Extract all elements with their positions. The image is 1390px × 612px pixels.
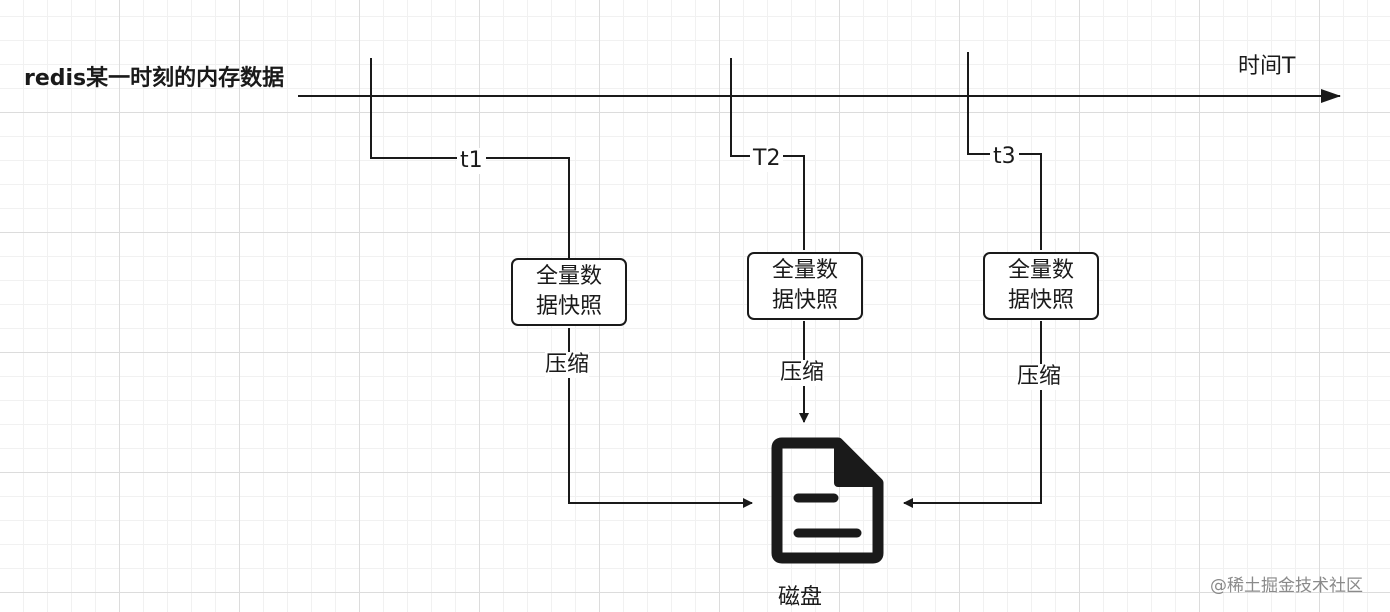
compress-arrow-1 xyxy=(568,328,753,508)
disk-label: 磁盘 xyxy=(778,585,823,610)
time-axis-label: 时间T xyxy=(1238,54,1296,79)
snapshot-2-box: 全量数 据快照 xyxy=(747,252,863,320)
snapshot-1-box: 全量数 据快照 xyxy=(511,258,627,326)
snapshot-2-time-label: T2 xyxy=(750,146,784,172)
snapshot-3-time-label: t3 xyxy=(990,144,1019,170)
snapshot-3-compress-label: 压缩 xyxy=(1017,364,1062,390)
snapshot-1-time-label: t1 xyxy=(457,148,486,174)
snapshot-2-box-line2: 据快照 xyxy=(771,288,838,313)
snapshot-1-box-line1: 全量数 xyxy=(535,264,602,289)
snapshot-1-box-line2: 据快照 xyxy=(535,294,602,319)
snapshot-2-box-line1: 全量数 xyxy=(771,258,838,283)
snapshot-3-box-line2: 据快照 xyxy=(1007,288,1074,313)
diagram-title: redis某一时刻的内存数据 xyxy=(24,66,285,91)
compress-arrow-3 xyxy=(903,321,1042,508)
snapshot-3-box: 全量数 据快照 xyxy=(983,252,1099,320)
snapshot-3-box-line1: 全量数 xyxy=(1007,258,1074,283)
file-document-icon xyxy=(771,437,884,564)
snapshot-1-compress-label: 压缩 xyxy=(545,352,590,378)
snapshot-2-compress-label: 压缩 xyxy=(780,360,825,386)
watermark: @稀土掘金技术社区 xyxy=(1210,576,1363,596)
